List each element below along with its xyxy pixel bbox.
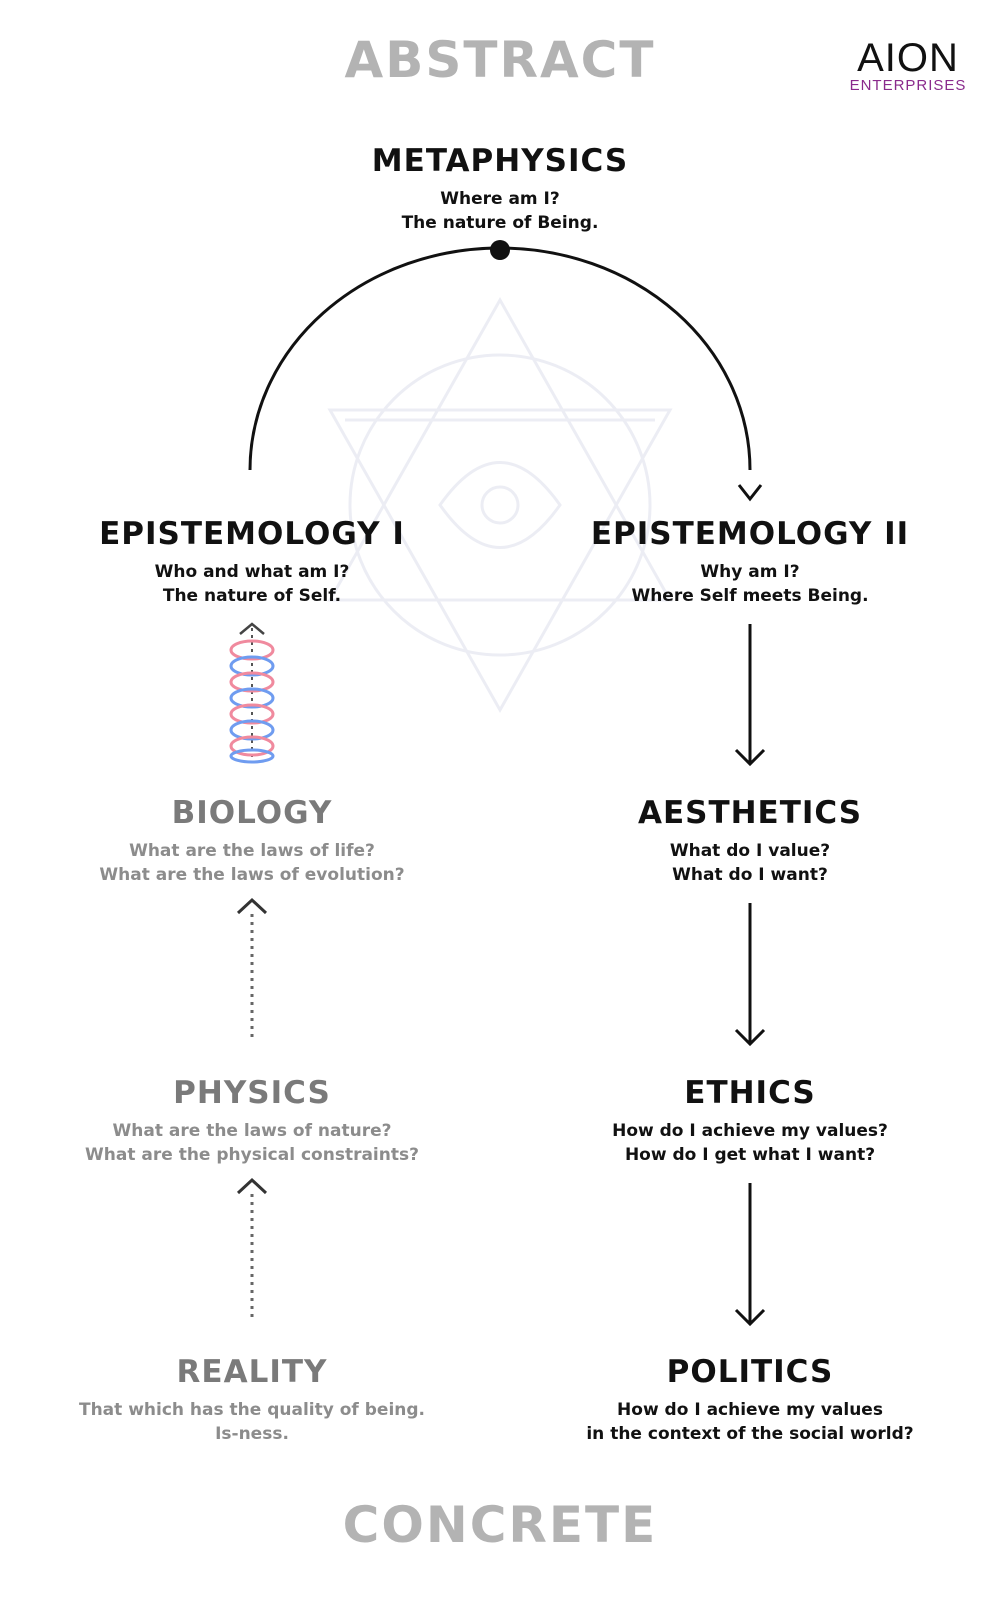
node-line-2: The nature of Being. xyxy=(401,213,599,233)
node-line-1: Who and what am I? xyxy=(154,562,350,582)
node-question: How do I achieve my values in the contex… xyxy=(530,1398,970,1446)
logo-subtitle: ENTERPRISES xyxy=(849,77,967,94)
node-line-1: What do I value? xyxy=(669,841,831,861)
node-metaphysics: METAPHYSICS Where am I? The nature of Be… xyxy=(280,141,720,235)
node-title: ETHICS xyxy=(684,1075,816,1111)
node-line-1: How do I achieve my values xyxy=(617,1400,883,1420)
hexagram-eye-icon xyxy=(327,296,673,714)
node-line-2: How do I get what I want? xyxy=(624,1145,876,1165)
node-line-2: Is-ness. xyxy=(215,1424,289,1444)
node-biology: BIOLOGY What are the laws of life? What … xyxy=(32,793,472,887)
node-question: That which has the quality of being. Is-… xyxy=(32,1398,472,1446)
node-line-1: How do I achieve my values? xyxy=(612,1121,888,1141)
node-epistemology-2: EPISTEMOLOGY II Why am I? Where Self mee… xyxy=(530,514,970,608)
node-physics: PHYSICS What are the laws of nature? Wha… xyxy=(32,1073,472,1167)
aion-logo: AION ENTERPRISES xyxy=(838,38,978,94)
node-question: Who and what am I? The nature of Self. xyxy=(32,560,472,608)
node-line-2: What are the physical constraints? xyxy=(85,1145,419,1165)
node-title: METAPHYSICS xyxy=(371,143,629,179)
node-question: What are the laws of nature? What are th… xyxy=(32,1119,472,1167)
node-line-2: What do I want? xyxy=(672,865,828,885)
node-line-1: Why am I? xyxy=(700,562,800,582)
metaphysics-node-dot xyxy=(490,240,510,260)
abstract-label: ABSTRACT xyxy=(344,31,656,89)
node-question: Where am I? The nature of Being. xyxy=(280,187,720,235)
node-line-2: The nature of Self. xyxy=(162,586,342,606)
node-question: Why am I? Where Self meets Being. xyxy=(530,560,970,608)
concrete-label: CONCRETE xyxy=(342,1496,658,1554)
node-question: How do I achieve my values? How do I get… xyxy=(530,1119,970,1167)
node-reality: REALITY That which has the quality of be… xyxy=(32,1352,472,1446)
node-line-1: What are the laws of life? xyxy=(129,841,375,861)
node-aesthetics: AESTHETICS What do I value? What do I wa… xyxy=(530,793,970,887)
node-ethics: ETHICS How do I achieve my values? How d… xyxy=(530,1073,970,1167)
node-title: PHYSICS xyxy=(173,1075,331,1111)
node-question: What do I value? What do I want? xyxy=(530,839,970,887)
node-title: REALITY xyxy=(176,1354,328,1390)
logo-wordmark: AION xyxy=(857,36,959,80)
physics-to-biology-arrow xyxy=(236,897,268,1037)
node-line-1: That which has the quality of being. xyxy=(78,1400,425,1420)
node-title: BIOLOGY xyxy=(171,795,333,831)
node-title: AESTHETICS xyxy=(637,795,863,831)
node-politics: POLITICS How do I achieve my values in t… xyxy=(530,1352,970,1446)
epistemology-to-aesthetics-arrow xyxy=(734,624,766,767)
arc-arrowhead xyxy=(737,484,763,502)
ethics-to-politics-arrow xyxy=(734,1183,766,1327)
node-title: EPISTEMOLOGY II xyxy=(590,516,910,552)
node-epistemology-1: EPISTEMOLOGY I Who and what am I? The na… xyxy=(32,514,472,608)
node-line-2: in the context of the social world? xyxy=(586,1424,914,1444)
reality-to-physics-arrow xyxy=(236,1177,268,1317)
metaphysics-arc xyxy=(248,246,752,471)
node-line-1: Where am I? xyxy=(440,189,560,209)
node-title: EPISTEMOLOGY I xyxy=(99,516,405,552)
node-question: What are the laws of life? What are the … xyxy=(32,839,472,887)
node-line-2: Where Self meets Being. xyxy=(631,586,869,606)
node-title: POLITICS xyxy=(666,1354,834,1390)
node-line-2: What are the laws of evolution? xyxy=(99,865,405,885)
dna-helix-icon xyxy=(229,622,275,764)
node-line-1: What are the laws of nature? xyxy=(112,1121,392,1141)
aesthetics-to-ethics-arrow xyxy=(734,903,766,1047)
